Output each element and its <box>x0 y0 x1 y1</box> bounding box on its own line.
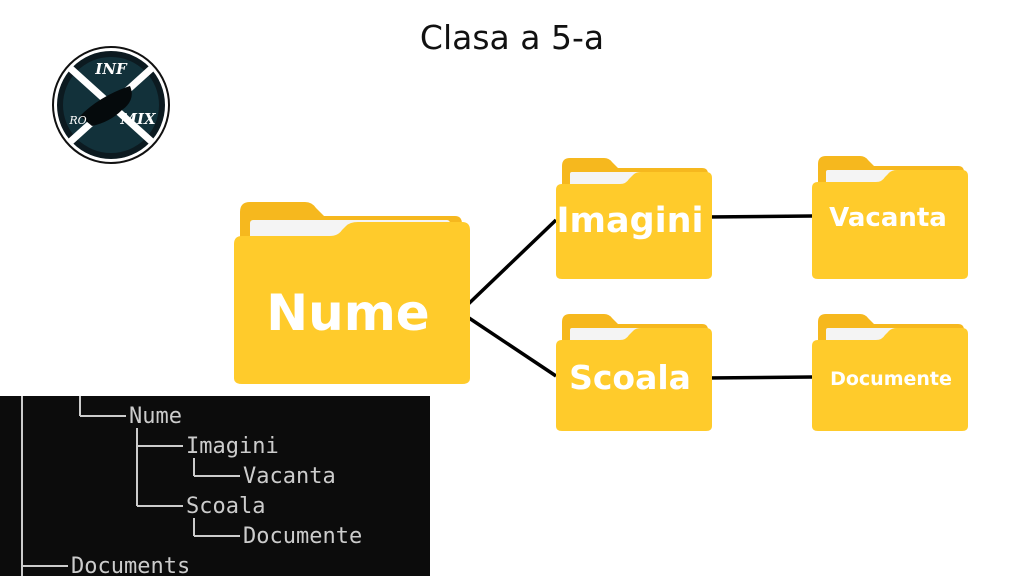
logo-text-left: RO <box>68 114 86 127</box>
tree-item-imagini: Imagini <box>186 434 279 459</box>
slide-title: Clasa a 5-a <box>419 18 605 57</box>
inf-romix-logo: INF RO MIX <box>52 46 170 164</box>
tree-item-documents: Documents <box>71 554 190 576</box>
connector-scoala-documente <box>705 375 813 380</box>
logo-text-right: MIX <box>119 110 157 128</box>
tree-item-scoala: Scoala <box>186 494 265 519</box>
connector-nume-scoala <box>459 310 557 378</box>
terminal-tree-output: Nume Imagini Vacanta Scoala Documente Do… <box>0 396 430 576</box>
tree-item-nume: Nume <box>129 404 182 429</box>
tree-lines: Nume Imagini Vacanta Scoala Documente Do… <box>21 396 362 576</box>
folder-scoala-icon: Scoala <box>556 314 712 431</box>
folder-documente-icon: Documente <box>812 314 968 431</box>
folder-nume-icon: Nume <box>234 202 470 384</box>
folder-nume-label: Nume <box>266 284 429 342</box>
folder-documente-label: Documente <box>830 368 952 390</box>
folder-imagini-label: Imagini <box>556 201 703 241</box>
connector-imagini-vacanta <box>705 214 813 219</box>
tree-item-documente: Documente <box>243 524 362 549</box>
connectors <box>458 214 813 380</box>
folder-scoala-label: Scoala <box>569 358 691 397</box>
folder-vacanta-icon: Vacanta <box>812 156 968 279</box>
folder-vacanta-label: Vacanta <box>829 203 947 233</box>
connector-nume-imagini <box>458 218 558 314</box>
folder-imagini-icon: Imagini <box>556 158 712 279</box>
logo-text-top: INF <box>94 60 128 78</box>
tree-item-vacanta: Vacanta <box>243 464 336 489</box>
